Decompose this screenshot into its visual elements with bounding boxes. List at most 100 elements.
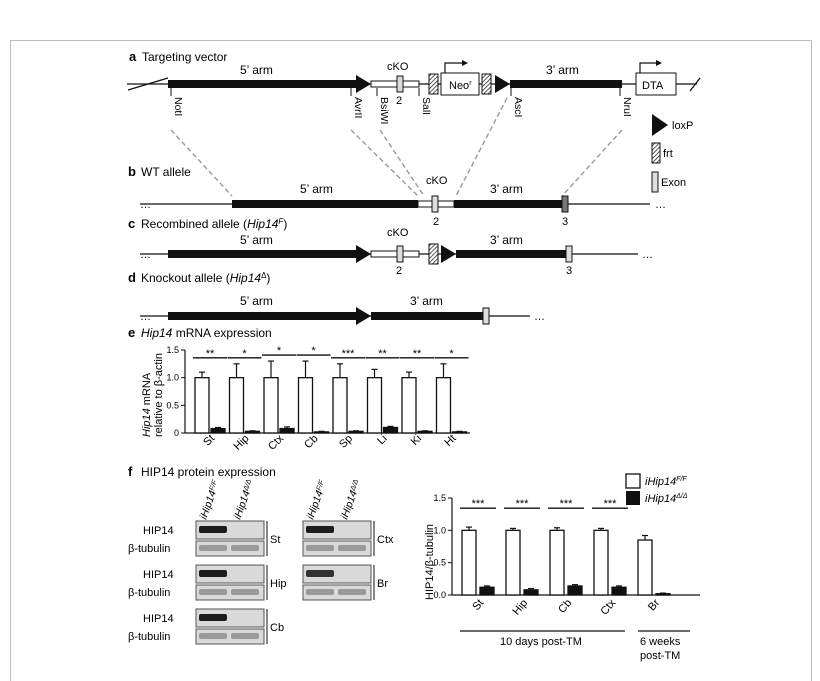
western-band <box>231 633 259 639</box>
group-label-posttm: post-TM <box>640 650 680 662</box>
western-band <box>306 526 334 533</box>
legend-label-control: iHip14F/F <box>645 476 687 488</box>
panel-c-letter: c <box>128 216 135 231</box>
recombined-3arm <box>456 250 566 258</box>
site-label: BsiWI <box>378 97 390 124</box>
mrna-bar-chart: 00.51.01.5**St*Hip*Ctx*Cb***Sp**Li**Ki*H… <box>166 345 470 453</box>
western-band <box>231 589 259 595</box>
western-band <box>231 545 259 551</box>
promoter-arrowhead-icon <box>462 60 468 66</box>
symbol-legend: loxP frt Exon <box>651 114 693 193</box>
blot-cb: HIP14 β-tubulin Cb <box>128 608 284 645</box>
lane-label-flox: iHip14F/F <box>198 478 223 521</box>
site-label: NotI <box>172 97 184 116</box>
lane-label-flox: iHip14F/F <box>305 478 330 521</box>
category-label: Ht <box>442 433 458 449</box>
blot-hip14-st <box>195 520 265 540</box>
category-label: Ki <box>409 433 424 448</box>
loxp-icon <box>356 75 371 93</box>
loxp-icon <box>441 245 456 263</box>
bar <box>461 529 477 596</box>
panel-e-ylabel-line1: Hip14 mRNA <box>141 372 153 437</box>
western-band <box>199 633 227 639</box>
figure-frame <box>10 40 812 681</box>
bar <box>297 377 314 434</box>
svg-text:…: … <box>655 199 666 211</box>
panel-e-title: Hip14 mRNA expression <box>141 326 272 340</box>
recombined-exon2-label: 2 <box>396 265 402 277</box>
svg-text:…: … <box>140 199 151 211</box>
exon-icon <box>396 245 404 263</box>
neo-label: Neor <box>449 80 472 92</box>
category-label: St <box>201 433 217 449</box>
exon-icon <box>651 171 659 193</box>
knockout-5arm-label: 5’ arm <box>240 294 273 308</box>
significance-label: * <box>449 348 454 360</box>
site-label: SalI <box>420 97 432 115</box>
western-band <box>199 545 227 551</box>
significance-label: ** <box>206 348 215 360</box>
bar <box>244 430 261 434</box>
tissue-label: Hip <box>270 578 287 590</box>
loxp-icon <box>495 75 510 93</box>
lane-headers: iHip14F/F iHip14Δ/Δ iHip14F/F iHip14Δ/Δ <box>198 478 361 521</box>
panel-f: f HIP14 protein expression iHip14F/F iHi… <box>128 464 700 662</box>
wt-cko-label: cKO <box>426 175 448 187</box>
y-tick-label: 0 <box>174 428 179 438</box>
category-label: Cb <box>556 597 574 615</box>
blot-st: HIP14 β-tubulin St <box>128 520 280 557</box>
loxp-icon <box>356 307 371 325</box>
recombined-5arm-label: 5’ arm <box>240 233 273 247</box>
bar <box>210 427 226 434</box>
significance-label: *** <box>342 348 356 360</box>
knockout-3arm <box>371 312 483 320</box>
legend-exon-label: Exon <box>661 177 686 189</box>
blot-ctx: Ctx <box>302 520 394 557</box>
panel-c: c Recombined allele (Hip14F) … … 5’ arm … <box>128 216 653 277</box>
bar <box>263 377 279 434</box>
loxp-icon <box>356 245 371 263</box>
frt-icon <box>428 243 439 265</box>
bar <box>228 377 245 434</box>
vector-cko-label: cKO <box>387 61 409 73</box>
bar <box>332 377 348 434</box>
row-label-tubulin: β-tubulin <box>128 631 170 643</box>
bar <box>382 426 399 434</box>
frt-icon <box>428 73 439 95</box>
blot-column-left: HIP14 β-tubulin St HIP14 β-tubulin Hip <box>128 520 287 645</box>
exon-icon <box>431 195 439 213</box>
group-label-6weeks: 6 weeks <box>640 636 681 648</box>
panel-f-ylabel: HIP14/β-tubulin <box>424 524 436 600</box>
tissue-label: St <box>270 534 280 546</box>
row-label-hip14: HIP14 <box>143 525 174 537</box>
y-tick-label: 1.0 <box>433 525 446 535</box>
homology-lines <box>170 97 623 197</box>
western-band <box>306 545 334 551</box>
panel-e-letter: e <box>128 325 135 340</box>
bar <box>313 431 330 434</box>
bar <box>366 377 383 434</box>
restriction-sites: NotI AvrII BsiWI SalI AscI NruI <box>170 88 633 124</box>
significance-label: *** <box>472 498 486 510</box>
site-label: AvrII <box>352 97 364 118</box>
bar <box>417 430 433 434</box>
vector-5arm <box>168 80 356 88</box>
timepoint-brackets: 10 days post-TM 6 weeks post-TM <box>460 630 690 662</box>
significance-label: * <box>277 345 282 357</box>
category-label: Br <box>646 597 662 613</box>
y-tick-label: 1.0 <box>166 373 179 383</box>
significance-label: ** <box>413 348 422 360</box>
y-tick-label: 1.5 <box>166 345 179 355</box>
vector-cko-region <box>370 80 420 88</box>
vector-break-right <box>689 77 701 92</box>
legend-swatch-control <box>625 473 641 489</box>
frt-icon <box>651 142 661 164</box>
category-label: Cb <box>302 433 320 451</box>
bar <box>279 427 295 434</box>
y-tick-label: 0.0 <box>433 590 446 600</box>
western-band <box>338 545 366 551</box>
panel-a-letter: a <box>129 49 137 64</box>
y-tick-label: 1.5 <box>433 493 446 503</box>
svg-text:…: … <box>140 311 151 323</box>
